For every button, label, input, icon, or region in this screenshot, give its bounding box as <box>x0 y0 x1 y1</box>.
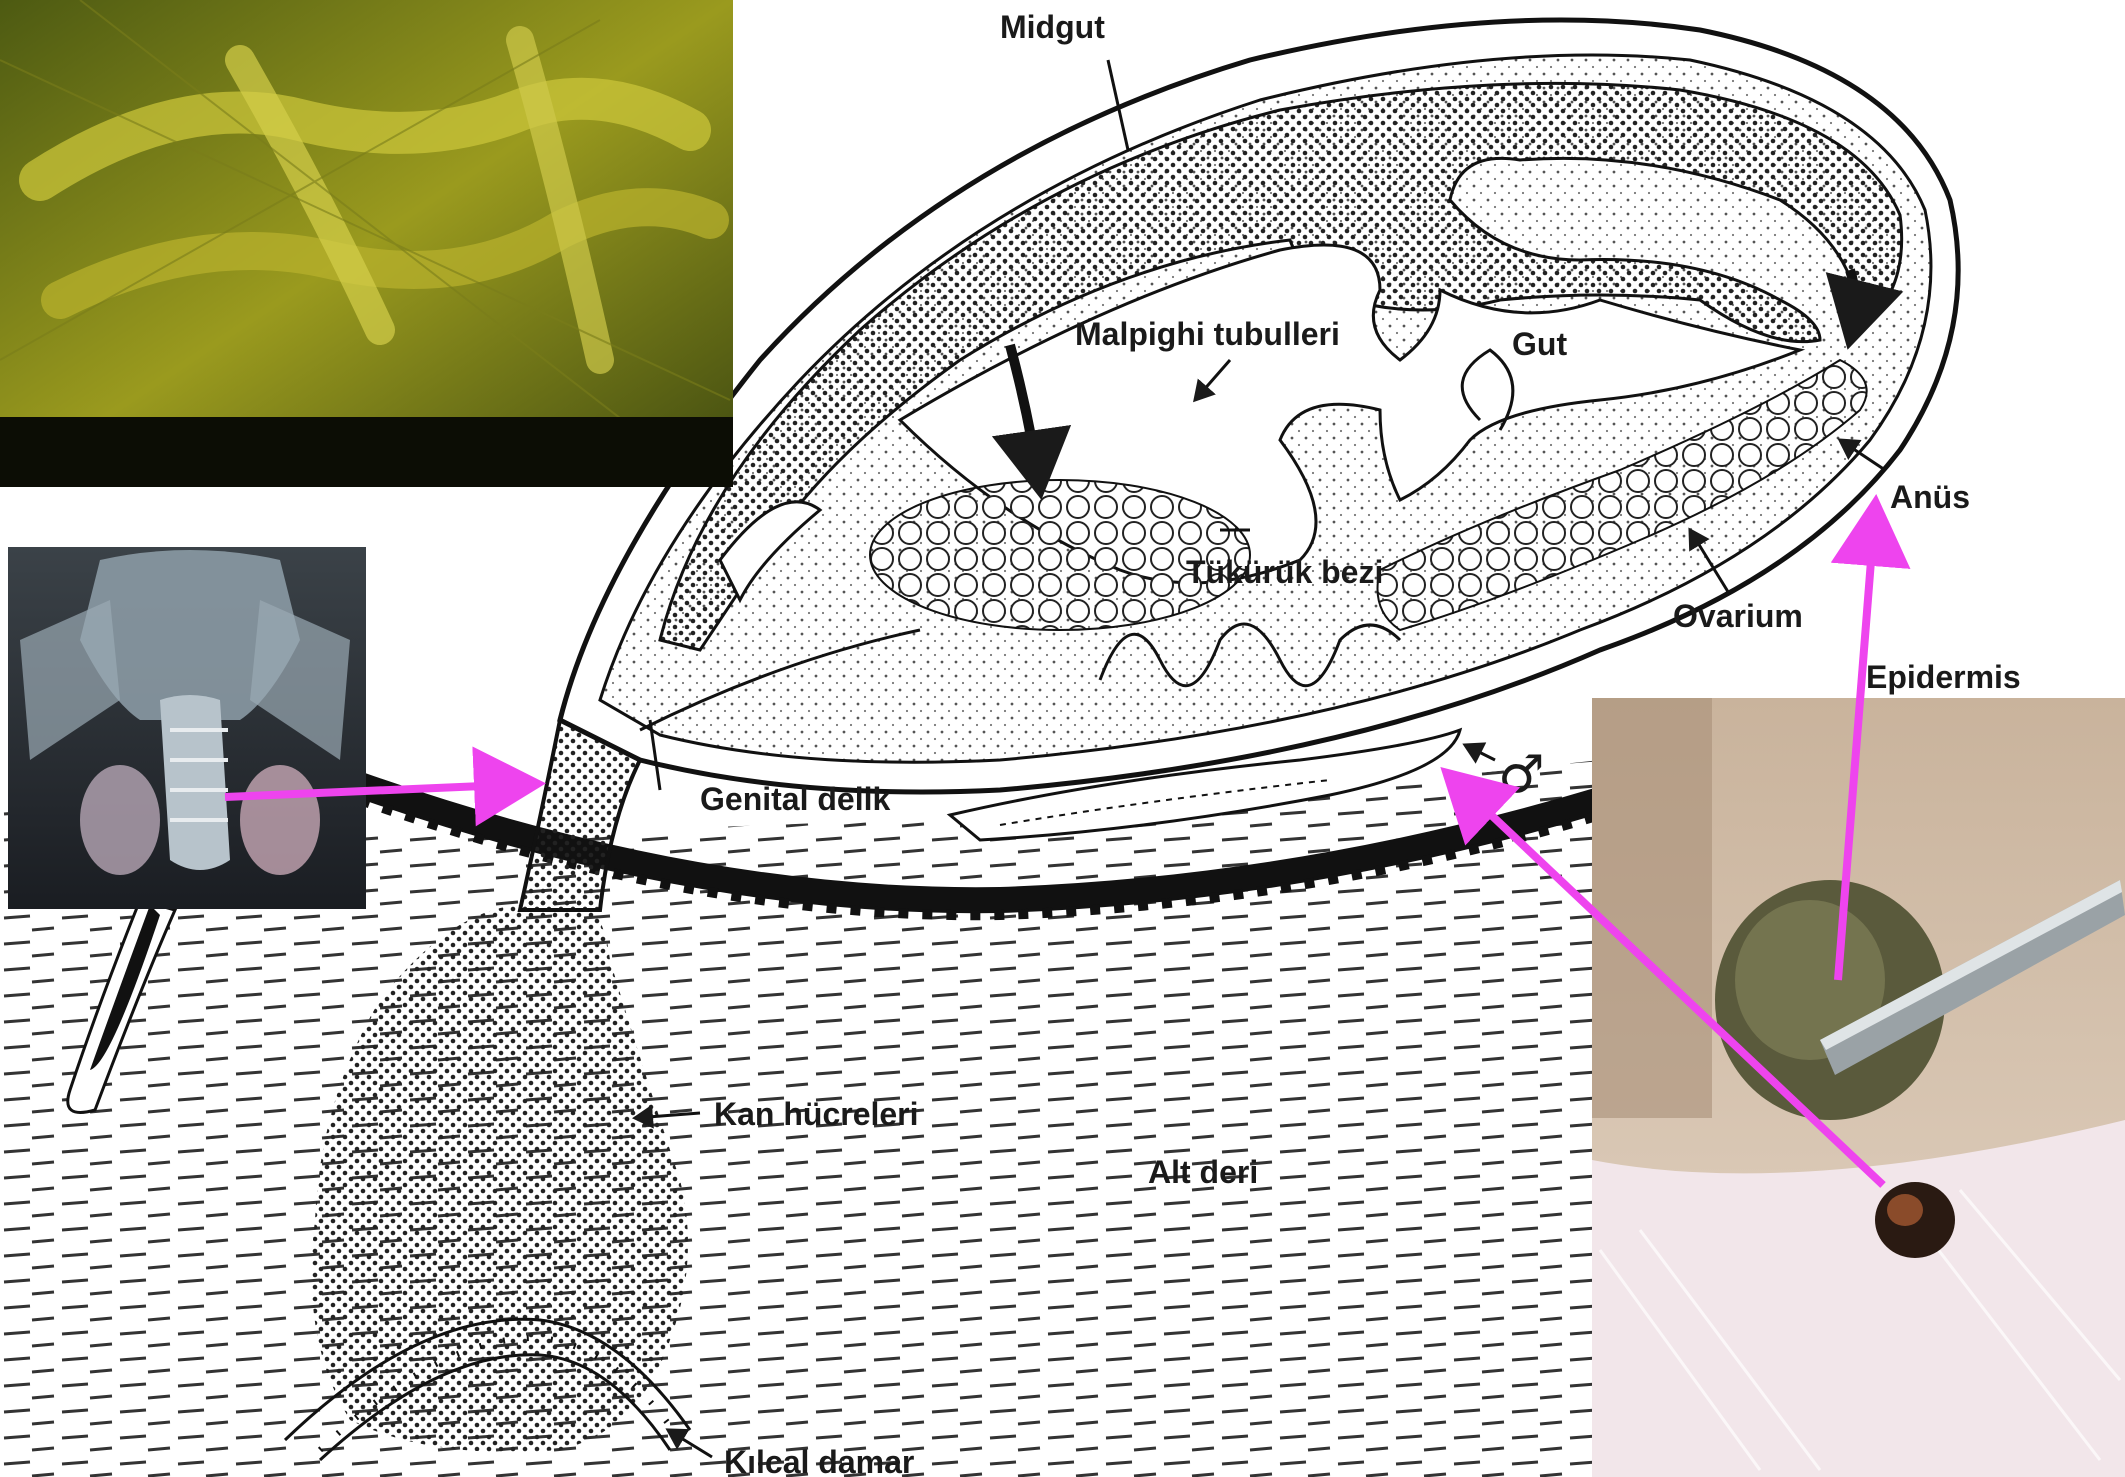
label-midgut: Midgut <box>1000 9 1105 45</box>
label-alt-deri: Alt deri <box>1148 1154 1258 1190</box>
label-kilcal: Kılcal damar <box>724 1444 914 1477</box>
label-kan: Kan hücreleri <box>714 1096 919 1132</box>
label-tukuruk: Tükürük bezi <box>1186 554 1383 590</box>
label-genital: Genital delik <box>700 781 890 817</box>
photo-tick-mouthparts-sem <box>8 547 366 909</box>
photo-tick-legs-micrograph <box>0 0 733 487</box>
label-malpighi: Malpighi tubulleri <box>1075 316 1340 352</box>
photo-engorged-tick-on-skin <box>1592 698 2125 1477</box>
label-ovarium: Ovarium <box>1673 598 1803 634</box>
label-anus: Anüs <box>1890 479 1970 515</box>
leader-male <box>1465 745 1495 760</box>
male-symbol: ♂ <box>1498 745 1545 805</box>
label-gut: Gut <box>1512 326 1567 362</box>
label-epidermis: Epidermis <box>1866 659 2021 695</box>
